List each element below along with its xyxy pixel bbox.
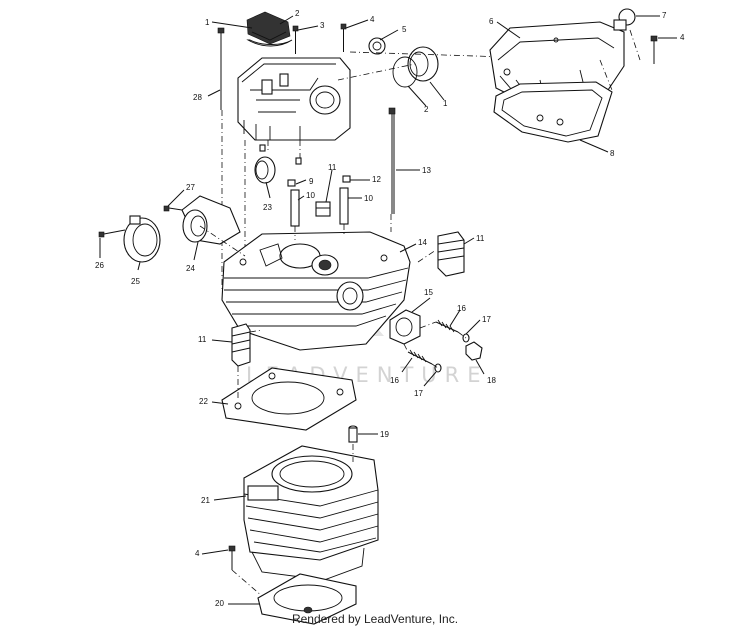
bolt-part-4-lower: [228, 545, 236, 570]
nut-part-18: [465, 341, 483, 361]
screw-part-27: [163, 205, 183, 212]
bolt-part-3: [292, 25, 299, 54]
callout-2: 2: [295, 9, 300, 18]
callout-26: 26: [95, 261, 104, 270]
callout-1: 1: [443, 99, 448, 108]
valve-guide-part-10-right: [339, 175, 351, 225]
oring-part-2-right: [392, 56, 418, 88]
callout-21: 21: [201, 496, 210, 505]
callout-17: 17: [414, 389, 423, 398]
exhaust-gasket-part-15: [389, 309, 421, 345]
rendered-by-footer: Rendered by LeadVenture, Inc.: [291, 612, 459, 626]
callout-15: 15: [424, 288, 433, 297]
callout-2: 2: [424, 105, 429, 114]
callout-11: 11: [328, 163, 337, 172]
stud-part-13: [388, 107, 396, 214]
callout-4: 4: [195, 549, 200, 558]
callout-11: 11: [476, 234, 485, 243]
intake-boot-part-24: [181, 195, 241, 245]
callout-22: 22: [199, 397, 208, 406]
callout-11: 11: [198, 335, 207, 344]
filter-part-11-left: [231, 323, 251, 367]
callout-25: 25: [131, 277, 140, 286]
callout-28: 28: [193, 93, 202, 102]
callout-7: 7: [662, 11, 667, 20]
callout-3: 3: [320, 21, 325, 30]
plug-part-23: [254, 156, 276, 184]
screw-part-26: [98, 229, 126, 238]
callout-4: 4: [370, 15, 375, 24]
callout-10: 10: [306, 191, 315, 200]
stud-part-16-lower: [407, 349, 433, 365]
callout-1: 1: [205, 18, 210, 27]
callout-17: 17: [482, 315, 491, 324]
long-bolt-part-28: [217, 27, 225, 110]
callout-16: 16: [457, 304, 466, 313]
gasket-part-8: [493, 81, 613, 143]
cap-part-1-top: [246, 11, 291, 45]
dowel-right: [295, 157, 302, 165]
gasket-part-2-top: [246, 39, 293, 47]
callout-labels: 1 2 3 4 5 6 7 4 28 2 1 8 13 9 11 12 10 1…: [95, 9, 685, 608]
callout-9: 9: [309, 177, 314, 186]
callout-10: 10: [364, 194, 373, 203]
callout-24: 24: [186, 264, 195, 273]
dowel-left: [259, 144, 266, 152]
callout-19: 19: [380, 430, 389, 439]
head-gasket-part-22: [221, 367, 357, 431]
dowel-part-19: [348, 425, 358, 443]
callout-14: 14: [418, 238, 427, 247]
callout-6: 6: [489, 17, 494, 26]
clamp-part-25: [123, 215, 161, 263]
callout-8: 8: [610, 149, 615, 158]
callout-16: 16: [390, 376, 399, 385]
plug-part-5: [368, 37, 386, 55]
callout-20: 20: [215, 599, 224, 608]
callout-12: 12: [372, 175, 381, 184]
cylinder-part-21: [243, 445, 379, 581]
base-gasket-part-20: [257, 573, 357, 625]
callout-13: 13: [422, 166, 431, 175]
camshaft-carrier: [237, 57, 351, 141]
cap-part-1-right: [407, 46, 439, 82]
cylinder-head-part-14: [221, 231, 411, 351]
valve-guide-part-10-left: [287, 179, 300, 227]
valve-cover-part-6: [489, 21, 625, 101]
filter-part-11-right: [437, 231, 465, 277]
bolt-part-4-right: [650, 35, 658, 64]
washer-part-17-lower: [434, 363, 442, 373]
bolt-part-4-top: [340, 23, 347, 52]
callout-5: 5: [402, 25, 407, 34]
callout-23: 23: [263, 203, 272, 212]
callout-18: 18: [487, 376, 496, 385]
callout-4: 4: [680, 33, 685, 42]
leader-lines: [99, 15, 677, 605]
stud-part-16-upper: [435, 319, 459, 333]
plug-part-7: [613, 8, 636, 31]
filter-part-11-top: [315, 201, 331, 217]
callout-27: 27: [186, 183, 195, 192]
